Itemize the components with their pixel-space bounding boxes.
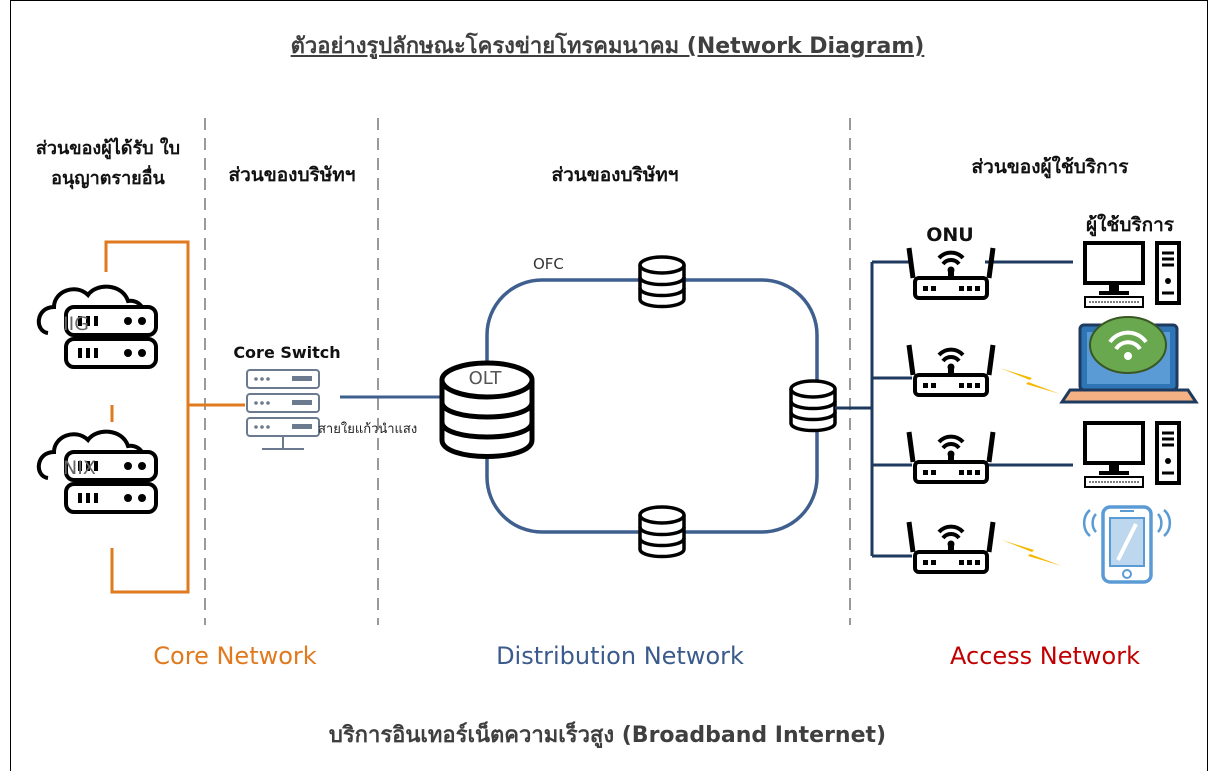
access-lines: [835, 260, 1073, 558]
desktop-computer-2-icon: [1083, 421, 1181, 489]
label-olt: OLT: [468, 368, 502, 389]
ofc-ring: [485, 278, 819, 534]
header-company-core: ส่วนของบริษัทฯ: [228, 164, 356, 186]
core-switch-icon: [246, 369, 320, 450]
onu-router-1-icon: [909, 248, 993, 298]
section-distribution-network: Distribution Network: [496, 642, 744, 670]
wireless-bolt-1-icon: [1000, 368, 1060, 394]
label-iig: IIG: [63, 313, 89, 335]
smartphone-icon: [1082, 505, 1172, 584]
onu-router-3-icon: [909, 432, 993, 482]
diagram-footer: บริการอินเทอร์เน็ตความเร็วสูง (Broadband…: [328, 723, 887, 748]
desktop-computer-1-icon: [1083, 241, 1181, 309]
diagram-frame: [10, 0, 1208, 771]
ring-node-right-icon: [789, 379, 837, 433]
label-core-switch: Core Switch: [233, 343, 341, 362]
header-licensee: ส่วนของผู้ได้รับ ใบอนุญาตรายอื่น: [18, 134, 198, 194]
iig-cloud-server-icon: [39, 287, 156, 367]
label-nix: NIX: [63, 457, 96, 479]
label-fiber: สายใยแก้วนำแสง: [318, 422, 418, 437]
core-bracket: [104, 240, 245, 594]
section-access-network: Access Network: [950, 642, 1140, 670]
laptop-wifi-icon: [1059, 316, 1199, 404]
header-licensee-text: ส่วนของผู้ได้รับ ใบอนุญาตรายอื่น: [35, 138, 181, 189]
label-onu: ONU: [926, 224, 974, 246]
ring-node-top-icon: [638, 255, 686, 309]
header-customer: ส่วนของผู้ใช้บริการ: [971, 156, 1129, 178]
label-users: ผู้ใช้บริการ: [1086, 214, 1174, 236]
nix-cloud-server-icon: [39, 432, 156, 512]
header-company-dist: ส่วนของบริษัทฯ: [551, 164, 679, 186]
label-ofc: OFC: [533, 255, 564, 273]
ring-node-bottom-icon: [638, 505, 686, 559]
olt-icon: [439, 360, 535, 459]
section-core-network: Core Network: [153, 642, 317, 670]
onu-router-2-icon: [909, 345, 993, 395]
onu-router-4-icon: [909, 522, 993, 572]
diagram-title: ตัวอย่างรูปลักษณะโครงข่ายโทรคมนาคม (Netw…: [290, 34, 925, 59]
wireless-bolt-2-icon: [1002, 540, 1062, 566]
